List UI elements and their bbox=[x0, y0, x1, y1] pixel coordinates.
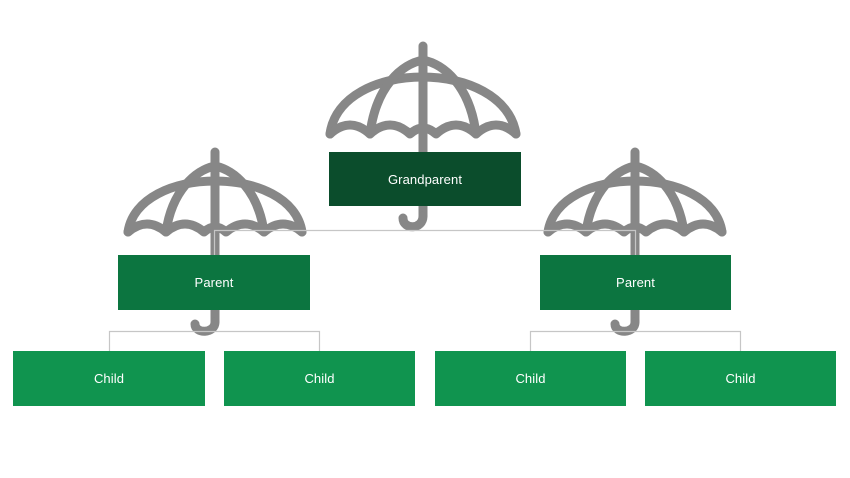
connector-parent-left-to-children bbox=[108, 330, 321, 351]
umbrella-icon bbox=[325, 41, 521, 232]
connector-grandparent-to-parents bbox=[213, 229, 637, 255]
child-node: Child bbox=[435, 351, 626, 406]
child-label: Child bbox=[93, 371, 125, 386]
parent-node: Parent bbox=[540, 255, 731, 310]
child-label: Child bbox=[725, 371, 756, 386]
child-node: Child bbox=[13, 351, 205, 406]
child-node: Child bbox=[224, 351, 415, 406]
parent-label: Parent bbox=[616, 275, 655, 290]
child-node: Child bbox=[645, 351, 836, 406]
connector-parent-right-to-children bbox=[529, 330, 742, 351]
child-label: Child bbox=[515, 371, 546, 386]
parent-node: Parent bbox=[118, 255, 310, 310]
child-label: Child bbox=[304, 371, 335, 386]
grandparent-node: Grandparent bbox=[329, 152, 521, 206]
parent-label: Parent bbox=[194, 275, 234, 290]
grandparent-label: Grandparent bbox=[387, 171, 463, 187]
